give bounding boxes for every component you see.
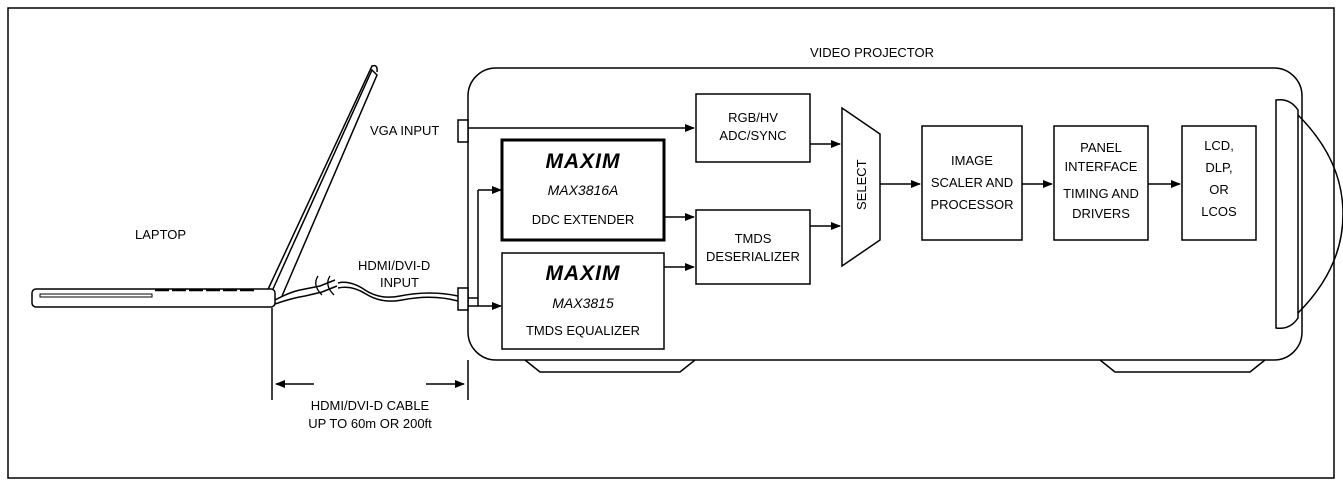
- max3815-desc: TMDS EQUALIZER: [526, 323, 640, 338]
- max3815-part: MAX3815: [552, 295, 614, 311]
- vga-input-label: VGA INPUT: [370, 123, 439, 138]
- projector-title: VIDEO PROJECTOR: [810, 45, 934, 60]
- scaler-line-2: SCALER AND: [931, 175, 1013, 190]
- deser-line-1: TMDS: [735, 231, 772, 246]
- cable-label-1: HDMI/DVI-D CABLE: [311, 398, 430, 413]
- max3816a-desc: DDC EXTENDER: [532, 212, 635, 227]
- tmds-deserializer-block: TMDS DESERIALIZER: [695, 209, 811, 285]
- max3816a-logo: MAXIM: [546, 150, 621, 173]
- rgb-line-1: RGB/HV: [728, 110, 778, 125]
- select-label: SELECT: [854, 159, 869, 210]
- display-line-4: LCOS: [1201, 204, 1237, 219]
- deser-line-2: DESERIALIZER: [706, 249, 800, 264]
- display-line-3: OR: [1209, 182, 1229, 197]
- scaler-line-3: PROCESSOR: [930, 197, 1013, 212]
- projector-foot-right: [1099, 359, 1266, 373]
- hdmi-input-label-2: INPUT: [380, 275, 419, 290]
- panel-interface-block: PANEL INTERFACE TIMING AND DRIVERS: [1053, 125, 1149, 241]
- laptop-label: LAPTOP: [135, 227, 186, 242]
- panel-line-1: PANEL: [1080, 140, 1122, 155]
- rgb-adc-block: RGB/HV ADC/SYNC: [695, 93, 811, 163]
- panel-line-2: INTERFACE: [1065, 159, 1138, 174]
- panel-line-4: DRIVERS: [1072, 206, 1130, 221]
- vga-port: [457, 119, 469, 143]
- projector-foot-left: [524, 359, 696, 373]
- outer-frame: [7, 7, 1335, 479]
- laptop-drawing: [31, 64, 378, 308]
- max3816a-part: MAX3816A: [548, 182, 619, 198]
- hdmi-cable: [337, 281, 459, 298]
- projector-lens: [1275, 98, 1299, 330]
- max3815-logo: MAXIM: [546, 262, 621, 285]
- max3816a-chip: MAXIM MAX3816A DDC EXTENDER: [500, 138, 666, 242]
- select-mux: SELECT: [841, 106, 881, 268]
- hdmi-port: [457, 287, 469, 311]
- max3815-chip: MAXIM MAX3815 TMDS EQUALIZER: [501, 252, 665, 350]
- scaler-line-1: IMAGE: [951, 153, 993, 168]
- cable-length-dimension: [271, 308, 469, 400]
- panel-line-3: TIMING AND: [1063, 186, 1139, 201]
- display-block: LCD, DLP, OR LCOS: [1181, 125, 1257, 241]
- image-scaler-block: IMAGE SCALER AND PROCESSOR: [921, 125, 1023, 241]
- display-line-1: LCD,: [1204, 138, 1234, 153]
- hdmi-input-label-1: HDMI/DVI-D: [358, 258, 430, 273]
- cable-label-2: UP TO 60m OR 200ft: [308, 416, 432, 431]
- rgb-line-2: ADC/SYNC: [719, 128, 786, 143]
- display-line-2: DLP,: [1205, 160, 1232, 175]
